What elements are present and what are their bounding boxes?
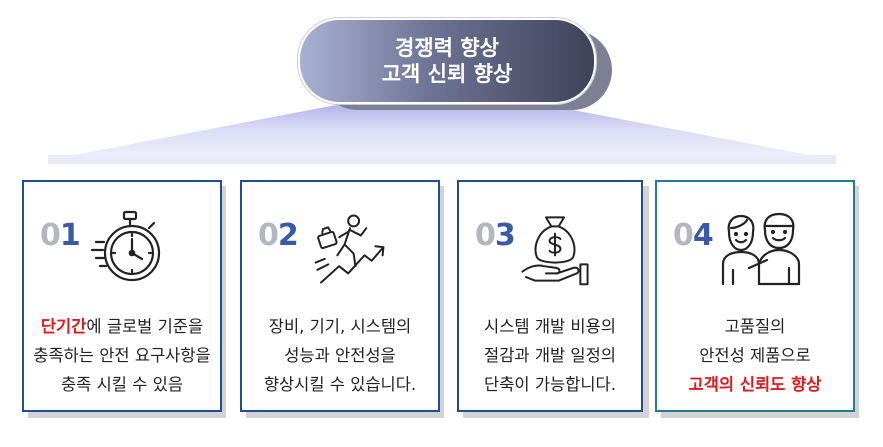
- two-people-icon: [721, 212, 801, 286]
- desc-line-1: 고품질의: [724, 317, 786, 336]
- card-description: 고품질의 안전성 제품으로 고객의 신뢰도 향상: [657, 312, 853, 399]
- title-line-2: 고객 신뢰 향상: [381, 62, 513, 86]
- card-04: 04 고품질의 안전성 제품으로 고객의 신뢰도 향상: [655, 180, 855, 412]
- businessman-climbing-growth-icon: [314, 214, 385, 284]
- desc-line-3: 충족 시킬 수 있음: [61, 375, 183, 394]
- card-description: 단기간에 글로벌 기준을 충족하는 안전 요구사항을 충족 시킬 수 있음: [24, 312, 220, 399]
- card-02: 02 장비, 기기, 시스템의 성능과 안전성을 향상시킬 수 있습니다.: [240, 180, 440, 412]
- desc-line-3: 단축이 가능합니다.: [484, 375, 616, 394]
- title-pill: 경쟁력 향상 고객 신뢰 향상: [298, 18, 596, 104]
- card-number: 02: [258, 218, 299, 253]
- card-number: 01: [40, 218, 81, 253]
- desc-line-2: 성능과 안전성을: [284, 346, 396, 365]
- desc-line-2: 절감과 개발 일정의: [484, 346, 616, 365]
- desc-line-3: 고객의 신뢰도 향상: [688, 375, 822, 394]
- desc-line-2: 안전성 제품으로: [699, 346, 811, 365]
- card-03: 03 시스템 개발 비용의 절감과 개발 일정의 단축이 가능합니다.: [457, 180, 643, 412]
- desc-line-1: 단기간에 글로벌 기준을: [40, 317, 204, 336]
- card-description: 장비, 기기, 시스템의 성능과 안전성을 향상시킬 수 있습니다.: [242, 312, 438, 399]
- roof-triangle: [48, 85, 836, 164]
- card-number: 03: [475, 218, 516, 253]
- desc-line-2: 충족하는 안전 요구사항을: [33, 346, 211, 365]
- desc-line-1: 시스템 개발 비용의: [484, 317, 616, 336]
- card-description: 시스템 개발 비용의 절감과 개발 일정의 단축이 가능합니다.: [459, 312, 641, 399]
- desc-line-1: 장비, 기기, 시스템의: [268, 317, 412, 336]
- desc-line-3: 향상시킬 수 있습니다.: [263, 375, 417, 394]
- money-bag-hand-icon: [521, 216, 589, 286]
- stopwatch-icon: [90, 210, 161, 282]
- card-number: 04: [673, 218, 714, 253]
- card-01: 01 단기간에 글로벌 기준을 충족하는 안전 요구사항을 충족 시킬 수 있음: [22, 180, 222, 412]
- title-line-1: 경쟁력 향상: [395, 36, 499, 60]
